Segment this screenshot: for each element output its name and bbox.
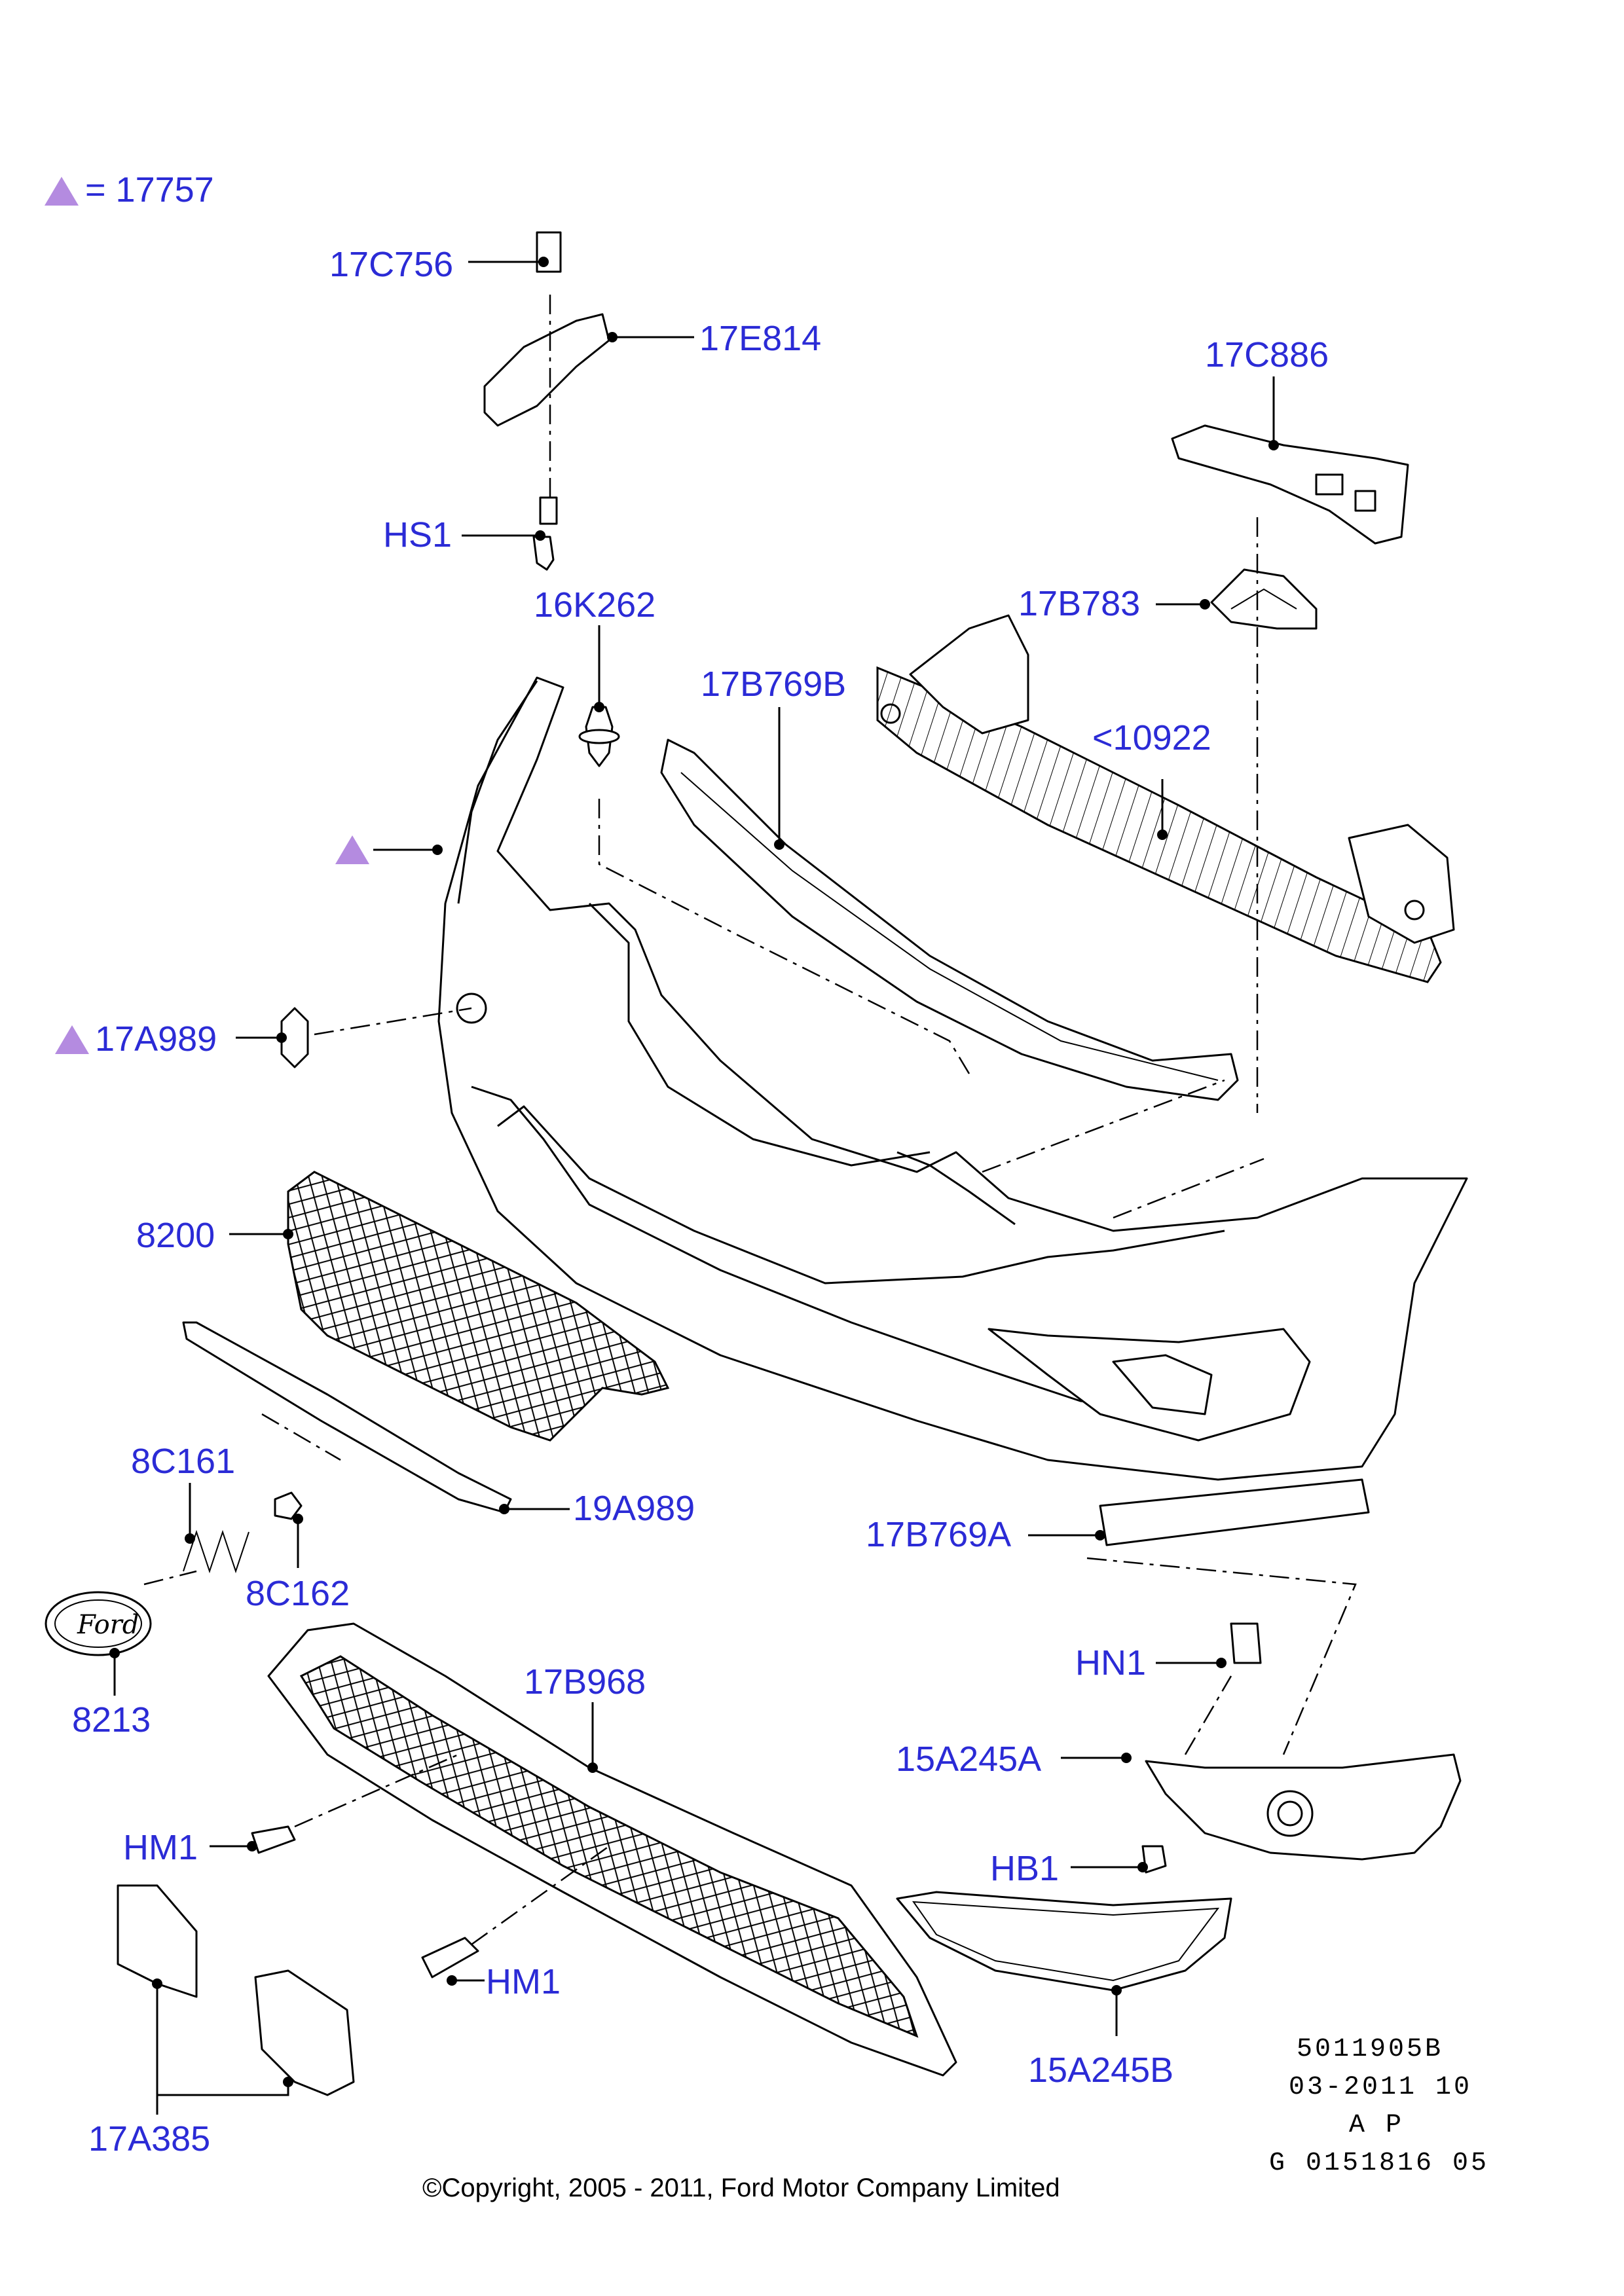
callout-HB1: HB1	[990, 1849, 1059, 1888]
legend-triangle-icon	[45, 177, 79, 206]
callout-16K262: 16K262	[534, 585, 655, 625]
cap-triangle-icon	[55, 1025, 89, 1054]
callout-19A989: 19A989	[573, 1489, 695, 1528]
callout-HM1-right: HM1	[486, 1962, 561, 2001]
callout-10922: <10922	[1092, 718, 1211, 757]
callout-8C161: 8C161	[131, 1442, 235, 1481]
emblem-text: Ford	[77, 1610, 139, 1640]
drawing-number: 5011905B	[1297, 2035, 1443, 2064]
part-callouts: 17C756 17E814 HS1 17C886 16K262 17B769B …	[55, 245, 1329, 2159]
callout-8C162: 8C162	[246, 1574, 350, 1613]
upper-grille	[287, 1171, 670, 1442]
callout-17B769A: 17B769A	[866, 1515, 1011, 1554]
guide-bracket	[1210, 568, 1318, 630]
license-plate-brackets	[117, 1884, 355, 2096]
leader-lines	[109, 257, 1279, 2115]
legend: = 17757	[45, 170, 214, 210]
fog-lamp-surround	[896, 1891, 1232, 1992]
drawing-info: 5011905B 03-2011 10 A P G 0151816 05	[1269, 2035, 1489, 2178]
callout-17B783: 17B783	[1018, 584, 1140, 623]
callout-17A989: 17A989	[95, 1019, 217, 1059]
ford-emblem: Ford	[45, 1591, 152, 1656]
callout-8213: 8213	[72, 1700, 151, 1740]
callout-17B769B: 17B769B	[701, 665, 846, 704]
side-bracket	[1171, 424, 1409, 545]
callout-17A385: 17A385	[88, 2119, 210, 2159]
callout-HN1: HN1	[1075, 1643, 1146, 1683]
callout-17E814: 17E814	[699, 319, 821, 358]
fog-lamp-bezel	[1145, 1753, 1462, 1861]
drawing-code: A P	[1349, 2111, 1404, 2140]
push-pin	[578, 706, 620, 767]
callout-17B968: 17B968	[524, 1662, 646, 1702]
tow-hook-cover	[280, 1007, 309, 1068]
drawing-date: 03-2011 10	[1289, 2073, 1472, 2102]
legend-text: = 17757	[85, 170, 214, 210]
upper-absorber	[660, 738, 1239, 1101]
callout-15A245B: 15A245B	[1028, 2050, 1173, 2090]
lower-grille	[267, 1622, 957, 2077]
bumper-cover	[437, 676, 1468, 1546]
callout-HM1-left: HM1	[123, 1828, 198, 1867]
callout-15A245A: 15A245A	[896, 1740, 1041, 1779]
callout-8200: 8200	[136, 1216, 215, 1255]
fasteners	[251, 496, 1262, 1978]
bumper-reinforcement-beam	[876, 614, 1455, 983]
assembly-lines	[143, 295, 1357, 1946]
callout-17C886: 17C886	[1205, 335, 1329, 374]
copyright-notice: ©Copyright, 2005 - 2011, Ford Motor Comp…	[422, 2174, 1060, 2202]
drawing-ref: G 0151816 05	[1269, 2149, 1489, 2178]
callout-HS1: HS1	[383, 515, 452, 555]
bumper-triangle-icon	[335, 835, 369, 864]
callout-17C756: 17C756	[329, 245, 453, 284]
spring-clip	[183, 1491, 303, 1574]
